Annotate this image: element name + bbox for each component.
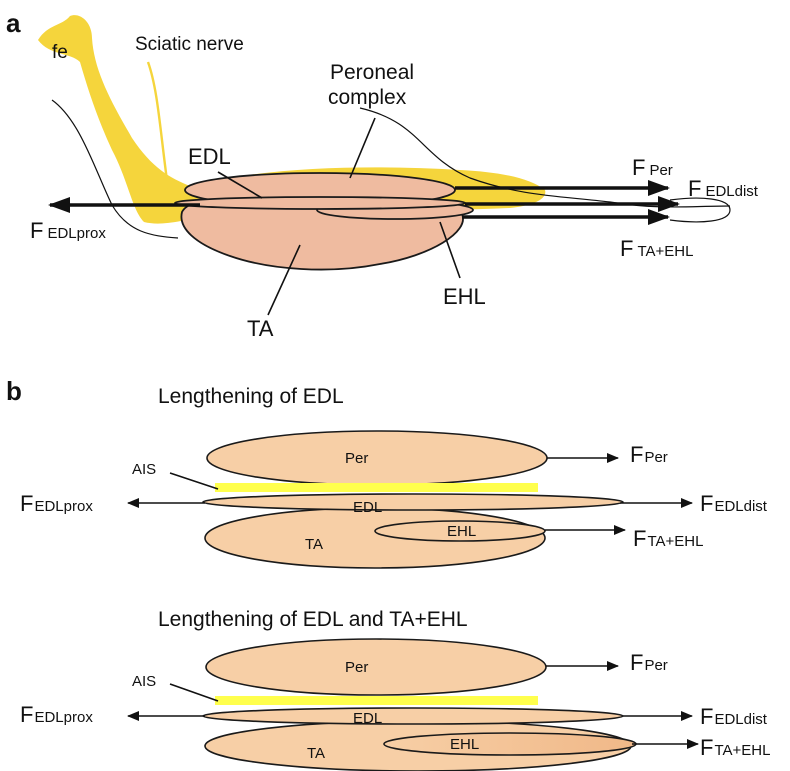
diagram-2-edl-muscle [203, 708, 623, 724]
diagram-1-edl-muscle [203, 494, 623, 510]
diagram-2-ais-label: AIS [132, 673, 156, 690]
diagram-1-label-f-edl-dist: FEDLdist [700, 491, 768, 516]
diagram-edl-lengthening: Lengthening of EDL Per EDL TA EHL AIS FP… [20, 385, 768, 568]
diagram-1-f-per-main: F [630, 442, 643, 467]
diagram-2-ehl-muscle [384, 733, 636, 755]
label-f-edl-dist-sub: EDLdist [705, 183, 758, 200]
diagram-2-per-label: Per [345, 659, 368, 676]
diagram-1-f-edl-dist-main: F [700, 491, 713, 516]
diagram-edl-ta-ehl-lengthening: Lengthening of EDL and TA+EHL Per EDL TA… [20, 608, 770, 771]
diagram-2-f-edl-prox-main: F [20, 702, 33, 727]
label-f-per-main: F [632, 155, 645, 180]
diagram-1-f-per-sub: Per [644, 449, 667, 466]
diagram-2-ta-label: TA [307, 745, 325, 762]
diagram-2-edl-label: EDL [353, 710, 382, 727]
diagram-1-label-f-ta-ehl: FTA+EHL [633, 526, 703, 551]
diagram-1-f-ta-ehl-main: F [633, 526, 646, 551]
diagram-2-f-per-main: F [630, 650, 643, 675]
diagram-2-label-f-edl-prox: FEDLprox [20, 702, 93, 727]
diagram-1-f-ta-ehl-sub: TA+EHL [647, 533, 703, 550]
label-f-edl-prox-main: F [30, 218, 43, 243]
diagram-1-label-f-edl-prox: FEDLprox [20, 491, 93, 516]
label-ehl: EHL [443, 284, 486, 309]
diagram-2-label-f-per: FPer [630, 650, 668, 675]
diagram-1-ais-label: AIS [132, 461, 156, 478]
diagram-2-f-edl-dist-sub: EDLdist [714, 711, 767, 728]
diagram-1-f-edl-prox-main: F [20, 491, 33, 516]
label-f-edl-prox-sub: EDLprox [47, 225, 106, 242]
diagram-2-f-ta-ehl-sub: TA+EHL [714, 742, 770, 759]
diagram-1-per-muscle [207, 431, 547, 485]
label-sciatic-nerve: Sciatic nerve [135, 34, 244, 55]
label-fe: fe [52, 42, 68, 63]
diagram-2-f-edl-prox-sub: EDLprox [34, 709, 93, 726]
label-edl: EDL [188, 144, 231, 169]
diagram-2-ehl-label: EHL [450, 736, 479, 753]
diagram-1-title: Lengthening of EDL [158, 385, 344, 408]
diagram-2-label-f-ta-ehl: FTA+EHL [700, 735, 770, 760]
diagram-1-f-edl-prox-sub: EDLprox [34, 498, 93, 515]
label-f-ta-ehl-main: F [620, 236, 633, 261]
edl-tendon-mid [175, 197, 465, 209]
diagram-2-label-f-edl-dist: FEDLdist [700, 704, 768, 729]
label-peroneal-line1: Peroneal [330, 61, 414, 84]
diagram-2-ais-leader [170, 684, 218, 701]
label-ta: TA [247, 316, 274, 341]
diagram-1-f-edl-dist-sub: EDLdist [714, 498, 767, 515]
diagram-2-ais [215, 696, 538, 705]
diagram-1-ais-leader [170, 473, 218, 489]
diagram-1-per-label: Per [345, 450, 368, 467]
diagram-1-edl-label: EDL [353, 499, 382, 516]
panel-a: a fe Sciatic nerve Peroneal complex EDL … [6, 8, 759, 341]
diagram-1-ehl-label: EHL [447, 523, 476, 540]
label-f-ta-ehl-sub: TA+EHL [637, 243, 693, 260]
diagram-2-per-muscle [206, 639, 546, 695]
diagram-1-ta-label: TA [305, 536, 323, 553]
diagram-2-title: Lengthening of EDL and TA+EHL [158, 608, 468, 631]
diagram-2-f-per-sub: Per [644, 657, 667, 674]
label-f-edl-dist-main: F [688, 176, 701, 201]
label-f-per-sub: Per [649, 162, 672, 179]
panel-b: b Lengthening of EDL Per EDL TA EHL AIS … [6, 376, 770, 771]
panel-b-letter: b [6, 376, 22, 406]
diagram-1-ais [215, 483, 538, 492]
label-peroneal-line2: complex [328, 86, 407, 109]
panel-a-letter: a [6, 8, 21, 38]
diagram-2-f-ta-ehl-main: F [700, 735, 713, 760]
diagram-1-label-f-per: FPer [630, 442, 668, 467]
diagram-2-f-edl-dist-main: F [700, 704, 713, 729]
foot-loop [670, 198, 730, 222]
